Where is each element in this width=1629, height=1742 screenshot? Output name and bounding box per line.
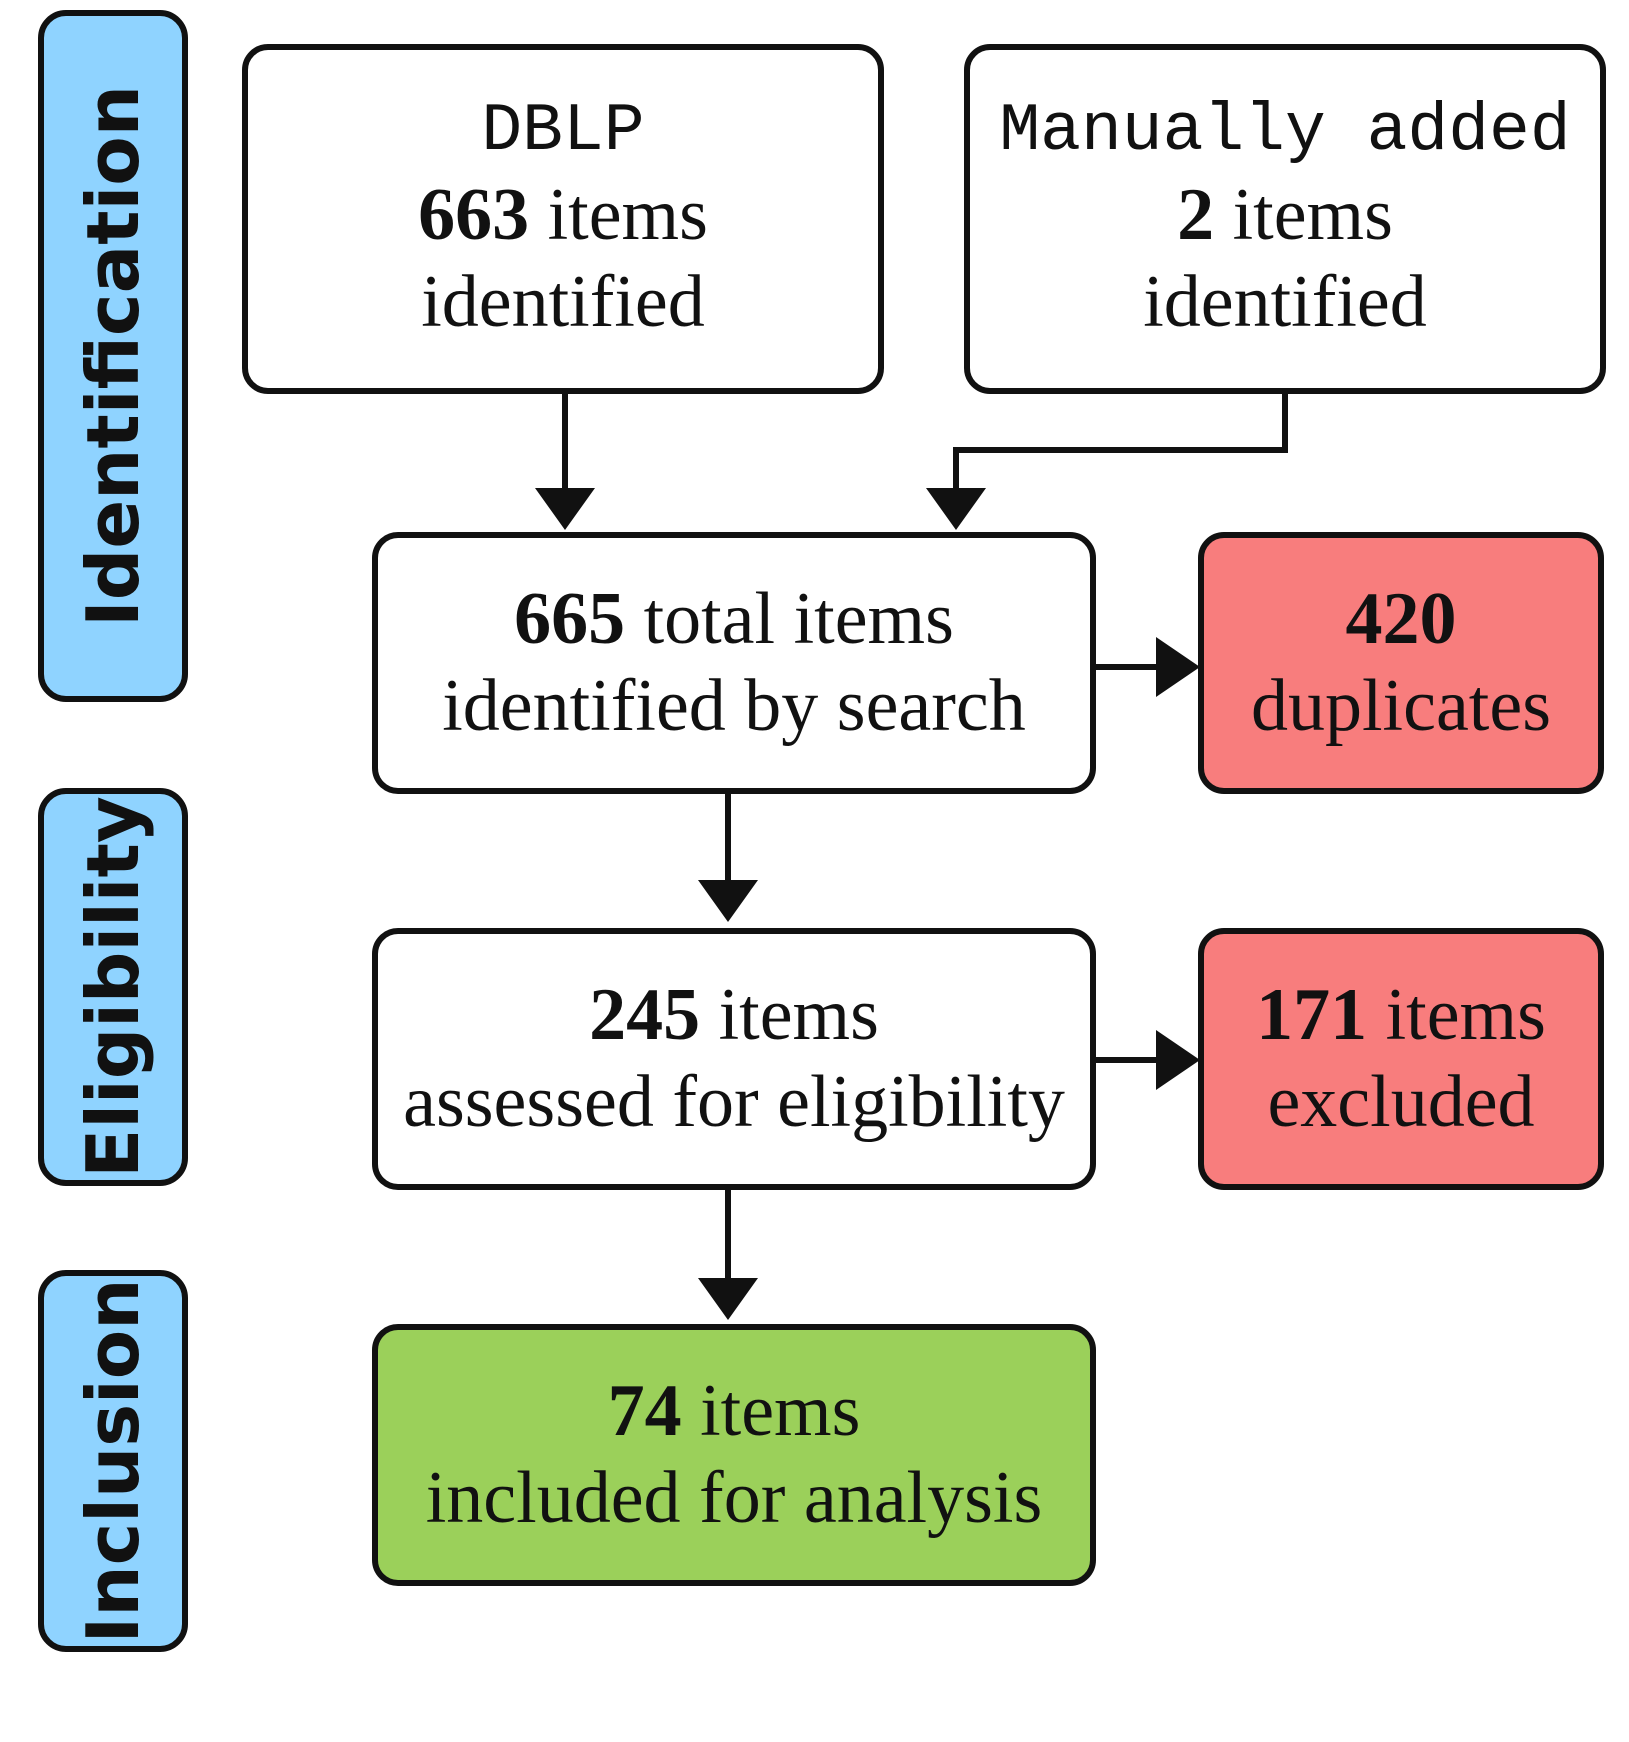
phase-inclusion: Inclusion — [38, 1270, 188, 1652]
dblp-source: DBLP — [481, 92, 645, 170]
eligibility-box: 245 items assessed for eligibility — [372, 928, 1096, 1190]
duplicates-count: 420 — [1345, 577, 1457, 660]
manual-box: Manually added 2 items identified — [964, 44, 1606, 394]
manual-source: Manually added — [999, 92, 1571, 170]
phase-eligibility: Eligibility — [38, 788, 188, 1186]
eligibility-note: assessed for eligibility — [403, 1061, 1065, 1143]
included-unit: items — [681, 1369, 861, 1452]
included-count: 74 — [607, 1369, 682, 1452]
excluded-unit: items — [1367, 973, 1546, 1056]
arrowhead-eligibility — [698, 880, 758, 922]
total-count-line: 665 total items — [514, 576, 954, 663]
manual-note: identified — [1143, 261, 1427, 344]
total-note: identified by search — [442, 665, 1026, 747]
total-box: 665 total items identified by search — [372, 532, 1096, 794]
arrowhead-manual — [926, 488, 986, 530]
dblp-box: DBLP 663 items identified — [242, 44, 884, 394]
eligibility-count: 245 — [589, 973, 701, 1056]
excluded-note: excluded — [1267, 1061, 1535, 1143]
phase-identification: Identification — [38, 10, 188, 702]
excluded-count: 171 — [1256, 973, 1368, 1056]
dblp-unit: items — [529, 173, 708, 256]
duplicates-count-line: 420 — [1346, 576, 1457, 663]
dblp-count-line: 663 items — [418, 172, 708, 259]
excluded-box: 171 items excluded — [1198, 928, 1604, 1190]
manual-count-line: 2 items — [1177, 172, 1393, 259]
duplicates-box: 420 duplicates — [1198, 532, 1604, 794]
total-count: 665 — [514, 577, 626, 660]
duplicates-note: duplicates — [1250, 665, 1551, 747]
manual-unit: items — [1214, 173, 1393, 256]
arrow-manual-to-total — [953, 392, 1288, 490]
included-note: included for analysis — [425, 1457, 1043, 1539]
dblp-note: identified — [421, 261, 705, 344]
arrowhead-included — [698, 1278, 758, 1320]
dblp-count: 663 — [418, 173, 530, 256]
arrowhead-excluded — [1156, 1030, 1200, 1090]
arrowhead-duplicates — [1156, 637, 1200, 697]
excluded-count-line: 171 items — [1256, 972, 1546, 1059]
arrowhead-dblp — [535, 488, 595, 530]
included-box: 74 items included for analysis — [372, 1324, 1096, 1586]
eligibility-unit: items — [700, 973, 879, 1056]
eligibility-count-line: 245 items — [589, 972, 879, 1059]
total-unit: total items — [625, 577, 954, 660]
manual-count: 2 — [1177, 173, 1215, 256]
included-count-line: 74 items — [608, 1368, 861, 1455]
